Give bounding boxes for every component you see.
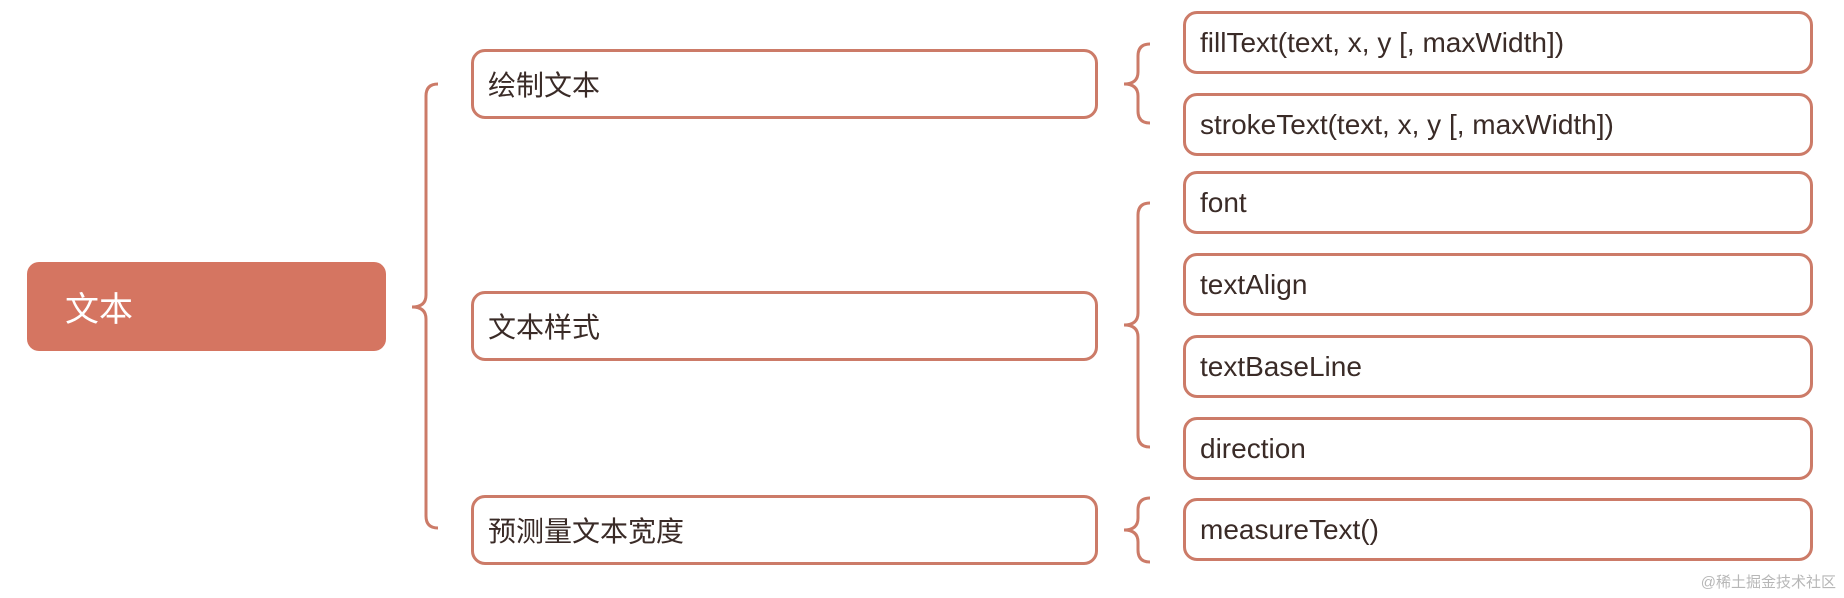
- node-text-align-label: textAlign: [1200, 268, 1308, 300]
- watermark: @稀土掘金技术社区: [1700, 574, 1836, 591]
- root-node: 文本: [27, 262, 386, 351]
- node-stroke-text: strokeText(text, x, y [, maxWidth]): [1183, 93, 1813, 156]
- node-text-style: 文本样式: [471, 291, 1098, 361]
- node-direction-label: direction: [1200, 432, 1306, 464]
- node-measure-text-width: 预测量文本宽度: [471, 495, 1098, 565]
- root-brace: [411, 82, 439, 530]
- node-text-style-label: 文本样式: [488, 312, 601, 343]
- brace-text-style: [1123, 201, 1151, 449]
- node-direction: direction: [1183, 417, 1813, 480]
- root-node-label: 文本: [65, 291, 133, 329]
- node-font: font: [1183, 171, 1813, 234]
- brace-measure-text: [1123, 496, 1151, 564]
- node-draw-text-label: 绘制文本: [488, 70, 601, 101]
- node-measure-text-width-label: 预测量文本宽度: [488, 516, 685, 547]
- node-fill-text-label: fillText(text, x, y [, maxWidth]): [1200, 26, 1565, 58]
- node-measure-text: measureText(): [1183, 498, 1813, 561]
- node-font-label: font: [1200, 186, 1247, 218]
- node-text-align: textAlign: [1183, 253, 1813, 316]
- brace-draw-text: [1123, 42, 1151, 125]
- node-text-baseline-label: textBaseLine: [1200, 350, 1362, 382]
- node-fill-text: fillText(text, x, y [, maxWidth]): [1183, 11, 1813, 74]
- node-text-baseline: textBaseLine: [1183, 335, 1813, 398]
- node-draw-text: 绘制文本: [471, 49, 1098, 119]
- node-measure-text-label: measureText(): [1200, 513, 1379, 545]
- node-stroke-text-label: strokeText(text, x, y [, maxWidth]): [1200, 108, 1614, 140]
